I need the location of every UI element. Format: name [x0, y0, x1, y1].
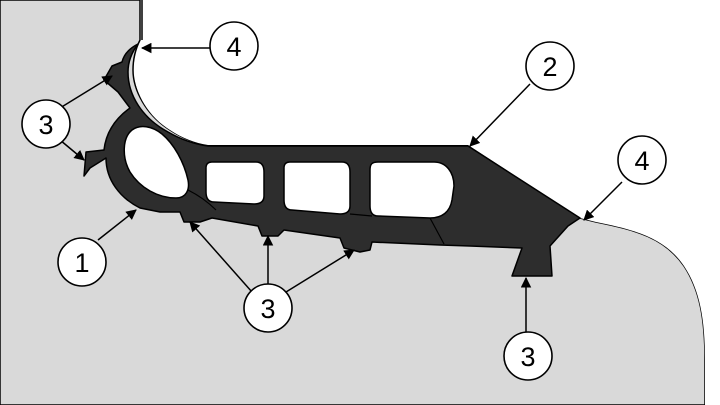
callout-right-4-circle	[617, 135, 667, 185]
callout-bottom-3-circle	[243, 283, 293, 333]
cavity-left-large	[123, 125, 190, 199]
callout-top-2-label: 2	[542, 52, 557, 82]
leader-right-4	[583, 181, 623, 221]
seam-line-3	[429, 217, 445, 245]
leader-left-1	[97, 209, 137, 241]
callout-left-1-label: 1	[74, 248, 89, 278]
callout-left-1-circle	[57, 237, 107, 287]
callout-top-4-label: 4	[226, 32, 241, 62]
callout-right-4: 4	[617, 135, 667, 185]
cavity-3	[283, 161, 351, 215]
callout-right-3: 3	[503, 331, 553, 381]
callout-top-4: 4	[209, 21, 259, 71]
leader-bottom-3-right	[285, 249, 355, 293]
seal-profile	[83, 43, 581, 277]
leader-top-2	[469, 83, 531, 147]
leader-left-3-lower	[59, 139, 85, 161]
callout-right-3-circle	[503, 331, 553, 381]
leader-bottom-3-left	[189, 221, 253, 293]
cavity-2	[205, 161, 265, 205]
callout-right-3-label: 3	[520, 342, 535, 372]
callout-left-3: 3	[21, 99, 71, 149]
leader-left-3-upper	[59, 75, 113, 109]
callout-top-4-circle	[209, 21, 259, 71]
callout-right-4-label: 4	[634, 146, 649, 176]
top-white-area	[134, 0, 720, 405]
callout-top-2-circle	[525, 41, 575, 91]
callout-bottom-3-label: 3	[260, 294, 275, 324]
seam-line-1	[187, 189, 217, 211]
callout-top-2: 2	[525, 41, 575, 91]
callout-left-1: 1	[57, 237, 107, 287]
callout-left-3-circle	[21, 99, 71, 149]
seam-line-2	[349, 213, 373, 217]
cavity-4	[369, 161, 455, 219]
callout-left-3-label: 3	[38, 110, 53, 140]
callout-bottom-3: 3	[243, 283, 293, 333]
